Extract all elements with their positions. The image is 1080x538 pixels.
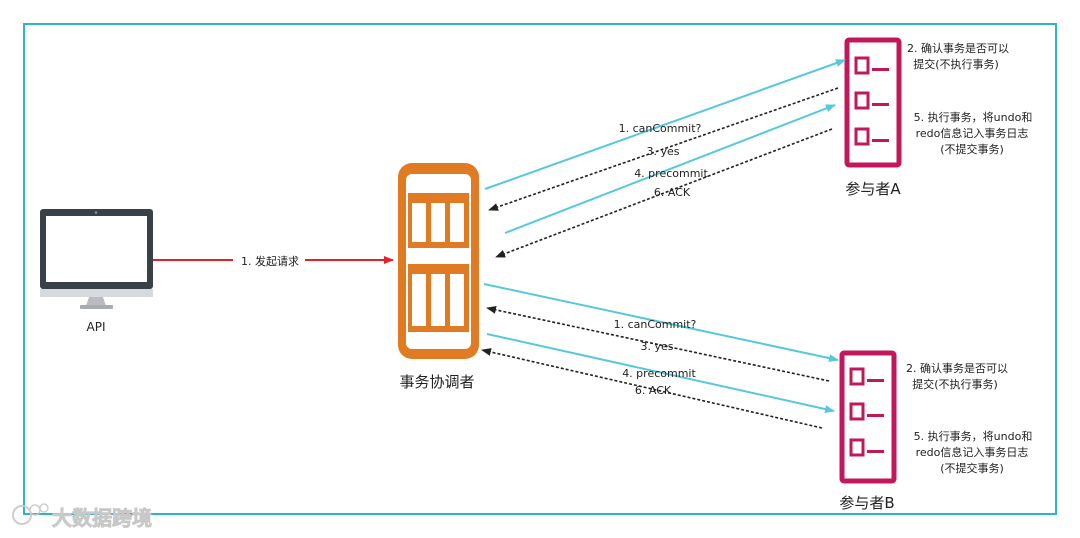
note-b-exec-1: 5. 执行事务，将undo和 xyxy=(914,429,1033,443)
msg-a-ack: 6. ACK xyxy=(654,186,691,199)
coordinator-icon xyxy=(398,163,479,359)
participant-a-label: 参与者A xyxy=(845,180,901,198)
msg-a-yes: 3. yes xyxy=(647,145,680,158)
note-b-exec-2: redo信息记入事务日志 xyxy=(916,445,1029,459)
arrow-b-precommit xyxy=(486,333,835,413)
watermark-text: 大数据跨境 xyxy=(52,506,152,530)
note-b-confirm-2: 提交(不执行事务) xyxy=(912,377,998,391)
request-label: 1. 发起请求 xyxy=(241,254,299,268)
note-b-exec-3: (不提交事务) xyxy=(940,461,1004,475)
note-a-exec-1: 5. 执行事务，将undo和 xyxy=(914,110,1033,124)
api-label: API xyxy=(87,320,106,334)
msg-b-yes: 3. yes xyxy=(641,340,674,353)
arrow-a-yes xyxy=(488,87,839,211)
watermark-logo-icon xyxy=(12,503,49,525)
note-a-confirm-2: 提交(不执行事务) xyxy=(913,57,999,71)
note-a-exec-3: (不提交事务) xyxy=(940,142,1004,156)
note-b-confirm-1: 2. 确认事务是否可以 xyxy=(906,362,1008,375)
note-a-confirm-1: 2. 确认事务是否可以 xyxy=(907,42,1009,55)
arrow-a-precommit xyxy=(504,104,836,234)
diagram-frame xyxy=(23,23,1057,515)
arrow-a-can-commit xyxy=(484,59,846,190)
participant-a-icon xyxy=(844,37,902,168)
msg-b-can-commit: 1. canCommit? xyxy=(614,318,697,331)
participant-b-label: 参与者B xyxy=(839,494,894,512)
msg-a-can-commit: 1. canCommit? xyxy=(619,122,702,135)
arrow-b-can-commit xyxy=(483,283,839,363)
arrow-b-ack xyxy=(481,348,823,429)
coordinator-label: 事务协调者 xyxy=(399,373,474,391)
msg-b-precommit: 4. precommit xyxy=(622,367,696,380)
msg-b-ack: 6. ACK xyxy=(635,384,672,397)
msg-a-precommit: 4. precommit xyxy=(634,167,708,180)
participant-b-icon xyxy=(839,350,897,484)
note-a-exec-2: redo信息记入事务日志 xyxy=(916,126,1029,140)
arrow-b-yes xyxy=(486,305,830,382)
monitor-icon xyxy=(40,209,153,309)
